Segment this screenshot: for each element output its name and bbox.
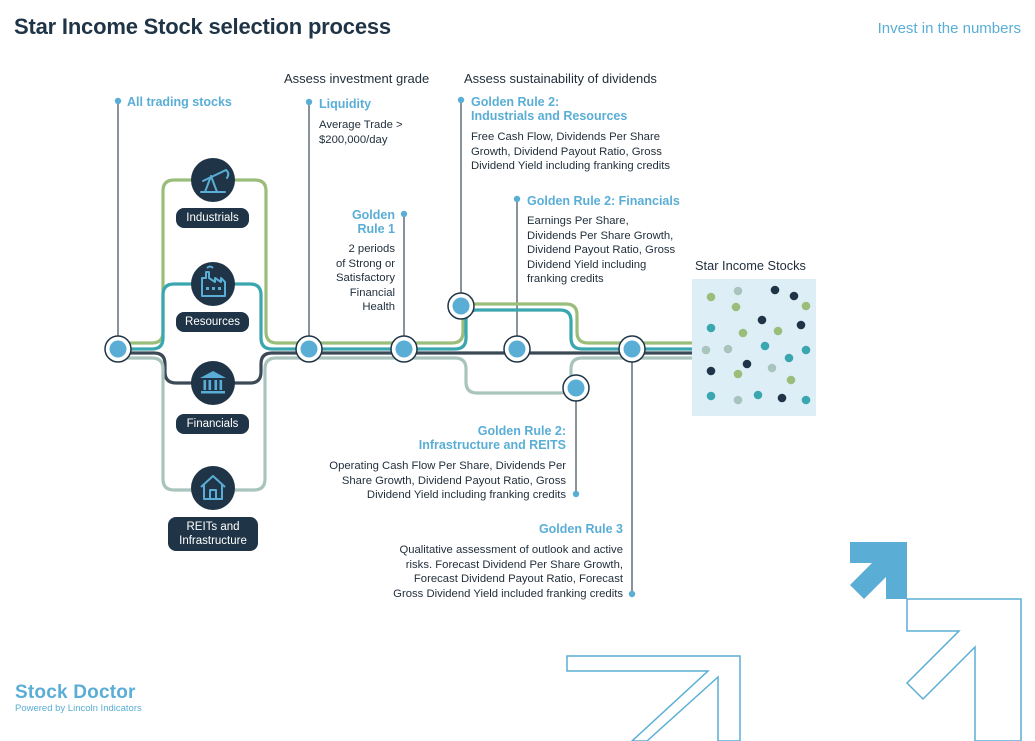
brand-subtitle: Powered by Lincoln Indicators: [15, 703, 142, 714]
golden-rule-2-financials-desc-line: Earnings Per Share,: [527, 215, 629, 227]
page-title: Star Income Stock selection process: [14, 14, 391, 39]
golden-rule-3-desc-line: Gross Dividend Yield included franking c…: [393, 587, 623, 600]
golden-rule-2-infra-title-line: Infrastructure and REITS: [418, 438, 566, 452]
golden-rule-2-ir-desc-line: Growth, Dividend Payout Ratio, Gross: [471, 145, 662, 158]
sector-pill-industrials: Industrials: [176, 208, 249, 228]
golden-rule-2-infra-desc: Operating Cash Flow Per Share, Dividends…: [300, 459, 566, 503]
node-golden-rule-2-financials: [503, 335, 531, 363]
golden-rule-2-ir-title-line: Golden Rule 2:: [471, 95, 560, 109]
golden-rule-3-desc: Qualitative assessment of outlook and ac…: [360, 543, 623, 601]
node-liquidity: [295, 335, 323, 363]
leader-dots: [114, 96, 636, 598]
sector-pill-financials: Financials: [176, 414, 249, 434]
tagline: Invest in the numbers: [877, 20, 1021, 37]
golden-rule-3-title: Golden Rule 3: [538, 522, 623, 536]
home-icon: [191, 466, 235, 510]
bank-icon: [191, 361, 235, 405]
liquidity-desc-line: Average Trade >: [319, 119, 403, 131]
leader-lines: [117, 100, 633, 594]
node-golden-rule-3: [618, 335, 646, 363]
golden-rule-2-ir-desc-line: Dividend Yield including franking credit…: [471, 160, 671, 172]
golden-rule-2-financials-desc: Earnings Per Share, Dividends Per Share …: [527, 214, 675, 287]
star-income-stocks-label: Star Income Stocks: [695, 258, 806, 273]
golden-rule-2-financials-desc-line: Dividend Payout Ratio, Gross: [527, 244, 676, 256]
sector-pill-reits-line1: REITs and: [186, 521, 240, 533]
node-golden-rule-2-ir: [447, 292, 475, 320]
liquidity-title: Liquidity: [319, 97, 372, 111]
golden-rule-3-desc-line: risks. Forecast Dividend Per Share Growt…: [405, 558, 623, 571]
golden-rule-2-ir-desc-line: Free Cash Flow, Dividends Per Share: [471, 131, 660, 143]
golden-rule-2-infra-desc-line: Operating Cash Flow Per Share, Dividends…: [329, 460, 566, 472]
golden-rule-1-title: Golden Rule 1: [330, 208, 395, 236]
stage-header-investment-grade: Assess investment grade: [284, 71, 430, 86]
golden-rule-2-ir-title-line: Industrials and Resources: [471, 109, 628, 123]
flow-line-resources: [118, 282, 692, 351]
golden-rule-2-ir-desc: Free Cash Flow, Dividends Per Share Grow…: [471, 130, 670, 174]
golden-rule-2-infra-desc-line: Share Growth, Dividend Payout Ratio, Gro…: [341, 474, 566, 487]
golden-rule-1-desc-line: Satisfactory: [335, 272, 395, 284]
sector-pill-reits-line2: Infrastructure: [179, 535, 247, 547]
industrials-icon: [191, 158, 235, 202]
golden-rule-2-infra-title-line: Golden Rule 2:: [477, 424, 566, 438]
stage-header-sustainability: Assess sustainability of dividends: [464, 71, 657, 86]
golden-rule-2-infra-title: Golden Rule 2: Infrastructure and REITS: [380, 424, 566, 452]
arrow-decoration: [566, 542, 1022, 741]
golden-rule-1-desc-line: Health: [362, 301, 395, 313]
sector-pill-resources: Resources: [176, 312, 249, 332]
node-all-trading-stocks: [104, 335, 132, 363]
sector-pill-reits: REITs and Infrastructure: [168, 517, 258, 551]
golden-rule-3-desc-line: Forecast Dividend Payout Ratio, Forecast: [413, 573, 623, 585]
golden-rule-1-title-line: Rule 1: [357, 222, 395, 236]
golden-rule-2-financials-title: Golden Rule 2: Financials: [527, 194, 680, 208]
liquidity-desc: Average Trade > $200,000/day: [319, 118, 403, 147]
all-trading-stocks-label: All trading stocks: [127, 95, 232, 109]
golden-rule-1-desc: 2 periods of Strong or Satisfactory Fina…: [300, 242, 395, 315]
golden-rule-2-financials-desc-line: franking credits: [527, 273, 604, 285]
resources-icon: [191, 262, 235, 306]
liquidity-desc-line: $200,000/day: [319, 133, 388, 146]
golden-rule-1-desc-line: 2 periods: [348, 243, 395, 255]
golden-rule-2-infra-desc-line: Dividend Yield including franking credit…: [366, 489, 566, 501]
golden-rule-3-desc-line: Qualitative assessment of outlook and ac…: [399, 544, 623, 556]
golden-rule-2-financials-desc-line: Dividend Yield including: [527, 258, 647, 271]
golden-rule-1-title-line: Golden: [351, 208, 395, 222]
node-golden-rule-1: [390, 335, 418, 363]
node-golden-rule-2-infra: [562, 374, 590, 402]
golden-rule-1-desc-line: Financial: [349, 286, 395, 299]
golden-rule-2-ir-title: Golden Rule 2: Industrials and Resources: [471, 95, 627, 123]
brand-logo: Stock Doctor: [15, 682, 136, 703]
flow-line-industrials: [118, 178, 692, 345]
golden-rule-2-financials-desc-line: Dividends Per Share Growth,: [527, 229, 674, 242]
stock-dots: [701, 285, 811, 405]
golden-rule-1-desc-line: of Strong or: [335, 257, 395, 270]
nodes: [104, 292, 646, 402]
